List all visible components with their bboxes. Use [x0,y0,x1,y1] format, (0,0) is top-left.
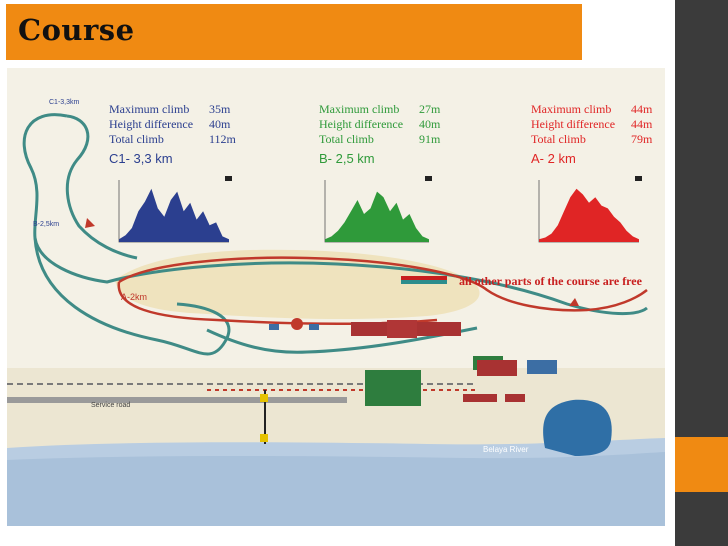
building-red-1 [477,360,517,376]
track-c1-inner [65,114,138,260]
legend-swatch-red [401,276,447,280]
a-marker-label: A-2km [121,292,148,302]
legend-swatch-teal [401,280,447,284]
profile-area-a [539,188,639,242]
track-a [118,256,648,312]
building-red-3 [505,394,525,402]
c1-marker-label: C1-3,3km [49,99,80,106]
c1-max-climb-label: Maximum climb [109,102,190,116]
profile-flag-b [425,176,432,181]
title-band: Course [6,4,582,60]
side-bar-accent [675,437,728,492]
c1-height-diff-value: 40m [209,117,231,131]
a-max-climb-label: Maximum climb [531,102,612,116]
b-route-name: B- 2,5 km [319,151,375,166]
direction-arrow-2 [569,298,579,306]
course-map-drawing [7,68,665,526]
c1-max-climb-value: 35m [209,102,231,116]
c1-total-climb-label: Total climb [109,132,164,146]
profile-flag-a [635,176,642,181]
river-label: Belaya River [483,445,529,454]
a-height-diff-value: 44m [631,117,653,131]
marker-blue-1 [269,324,279,330]
b-max-climb-value: 27m [419,102,441,116]
c1-height-diff-label: Height difference [109,117,194,131]
a-route-name: A- 2 km [531,151,576,166]
elevation-profiles [118,176,642,243]
a-height-diff-label: Height difference [531,117,616,131]
b-total-climb-value: 91m [419,132,441,146]
b-height-diff-value: 40m [419,117,441,131]
course-map: Maximum climb 35m Height difference 40m … [7,68,665,526]
building-red-2 [463,394,497,402]
direction-arrow-1 [85,218,95,228]
profile-area-b [325,191,429,242]
track-c1 [22,113,648,316]
building-red-block [387,320,417,338]
c1-total-climb-value: 112m [209,132,236,146]
slide-title: Course [18,13,135,47]
crossing-marker-top [260,394,268,402]
profile-flag-c1 [225,176,232,181]
a-max-climb-value: 44m [631,102,653,116]
building-blue-tank [527,360,557,374]
b-max-climb-label: Maximum climb [319,102,400,116]
b-marker-label: B-2,5km [33,221,60,228]
service-road-label: Service road [91,402,131,409]
lake [543,399,612,456]
river-water-deep [7,452,665,526]
building-green [365,370,421,406]
b-height-diff-label: Height difference [319,117,404,131]
b-total-climb-label: Total climb [319,132,374,146]
a-total-climb-value: 79m [631,132,653,146]
legend-text: all other parts of the course are free [459,274,642,288]
marker-blue-2 [309,324,319,330]
c1-route-name: C1- 3,3 km [109,151,173,166]
track-b [33,237,231,356]
crossing-marker-bottom [260,434,268,442]
profile-area-c1 [119,188,229,242]
track-lower [206,326,478,354]
a-total-climb-label: Total climb [531,132,586,146]
marker-circle [291,318,303,330]
